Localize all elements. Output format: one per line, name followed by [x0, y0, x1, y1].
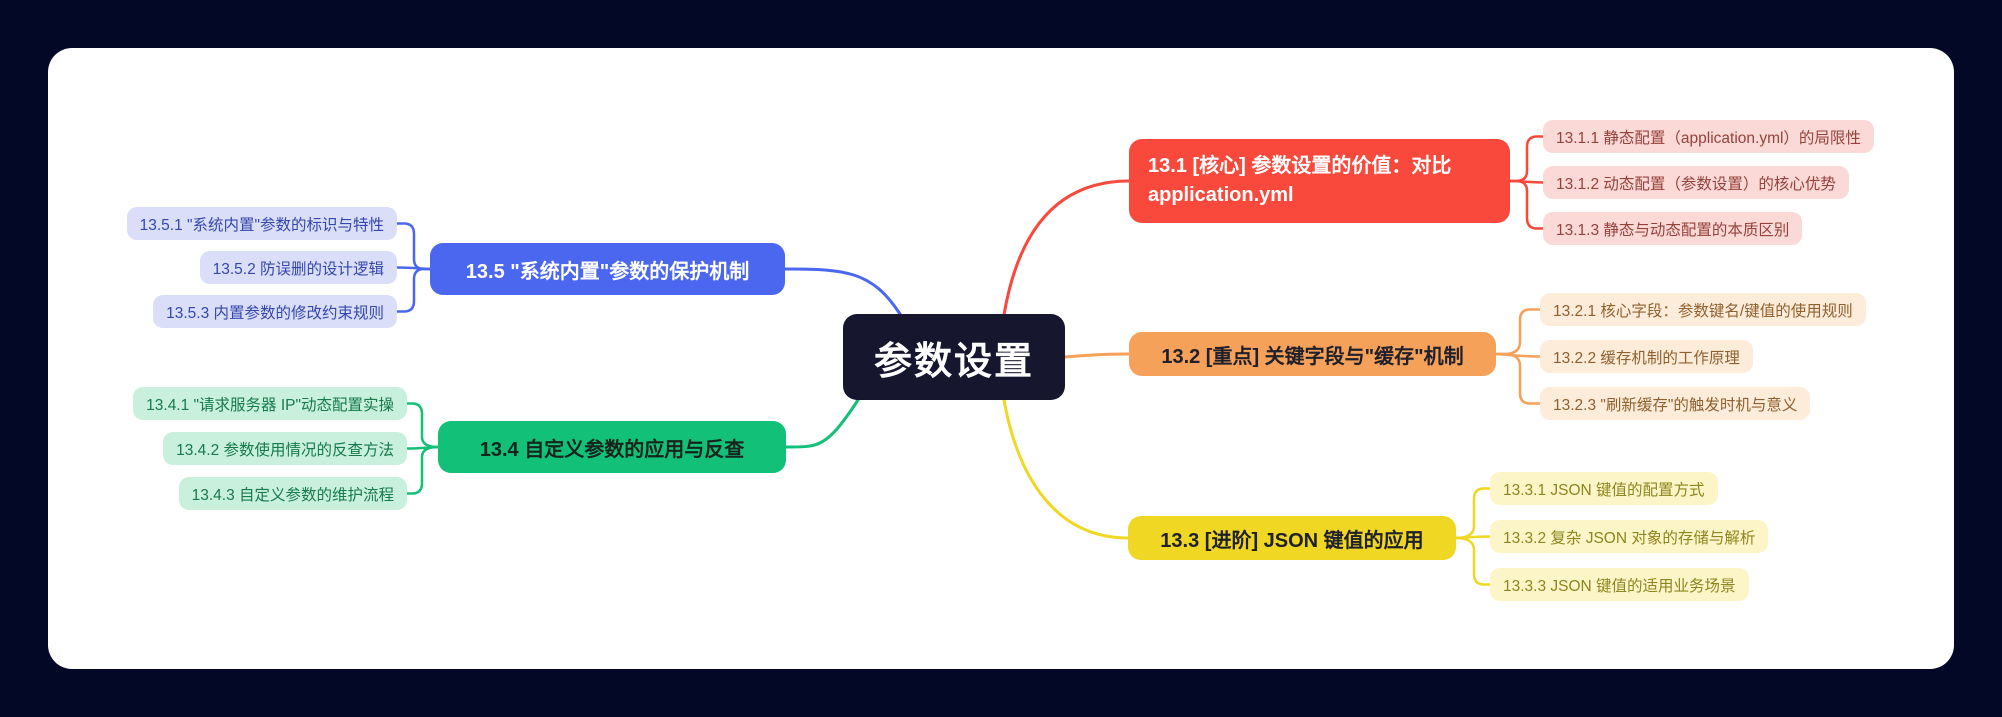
- branch-13-3[interactable]: 13.3 [进阶] JSON 键值的应用: [1128, 516, 1456, 560]
- subtopic-13-5-1[interactable]: 13.5.1 "系统内置"参数的标识与特性: [126, 207, 397, 240]
- subtopic-13-4-3[interactable]: 13.4.3 自定义参数的维护流程: [178, 477, 407, 510]
- subtopic-13-2-3[interactable]: 13.2.3 "刷新缓存"的触发时机与意义: [1540, 387, 1811, 420]
- subtopic-13-3-2[interactable]: 13.3.2 复杂 JSON 对象的存储与解析: [1490, 520, 1769, 553]
- subtopic-13-1-1[interactable]: 13.1.1 静态配置（application.yml）的局限性: [1543, 120, 1874, 153]
- subtopic-13-2-1[interactable]: 13.2.1 核心字段：参数键名/键值的使用规则: [1540, 293, 1866, 326]
- branch-13-1[interactable]: 13.1 [核心] 参数设置的价值：对比 application.yml: [1129, 139, 1510, 223]
- subtopic-13-5-2[interactable]: 13.5.2 防误删的设计逻辑: [199, 251, 397, 284]
- subtopic-13-3-1[interactable]: 13.3.1 JSON 键值的配置方式: [1490, 472, 1718, 505]
- subtopic-13-3-3[interactable]: 13.3.3 JSON 键值的适用业务场景: [1490, 568, 1749, 601]
- subtopic-13-5-3[interactable]: 13.5.3 内置参数的修改约束规则: [153, 295, 397, 328]
- branch-13-2[interactable]: 13.2 [重点] 关键字段与"缓存"机制: [1129, 332, 1496, 376]
- subtopic-13-1-3[interactable]: 13.1.3 静态与动态配置的本质区别: [1543, 212, 1803, 245]
- subtopic-13-1-2[interactable]: 13.1.2 动态配置（参数设置）的核心优势: [1543, 166, 1849, 199]
- subtopic-13-4-1[interactable]: 13.4.1 "请求服务器 IP"动态配置实操: [133, 387, 407, 420]
- central-topic[interactable]: 参数设置: [843, 314, 1065, 400]
- branch-13-4[interactable]: 13.4 自定义参数的应用与反查: [438, 421, 786, 473]
- subtopic-13-4-2[interactable]: 13.4.2 参数使用情况的反查方法: [163, 432, 407, 465]
- subtopic-13-2-2[interactable]: 13.2.2 缓存机制的工作原理: [1540, 340, 1753, 373]
- branch-13-5[interactable]: 13.5 "系统内置"参数的保护机制: [430, 243, 785, 295]
